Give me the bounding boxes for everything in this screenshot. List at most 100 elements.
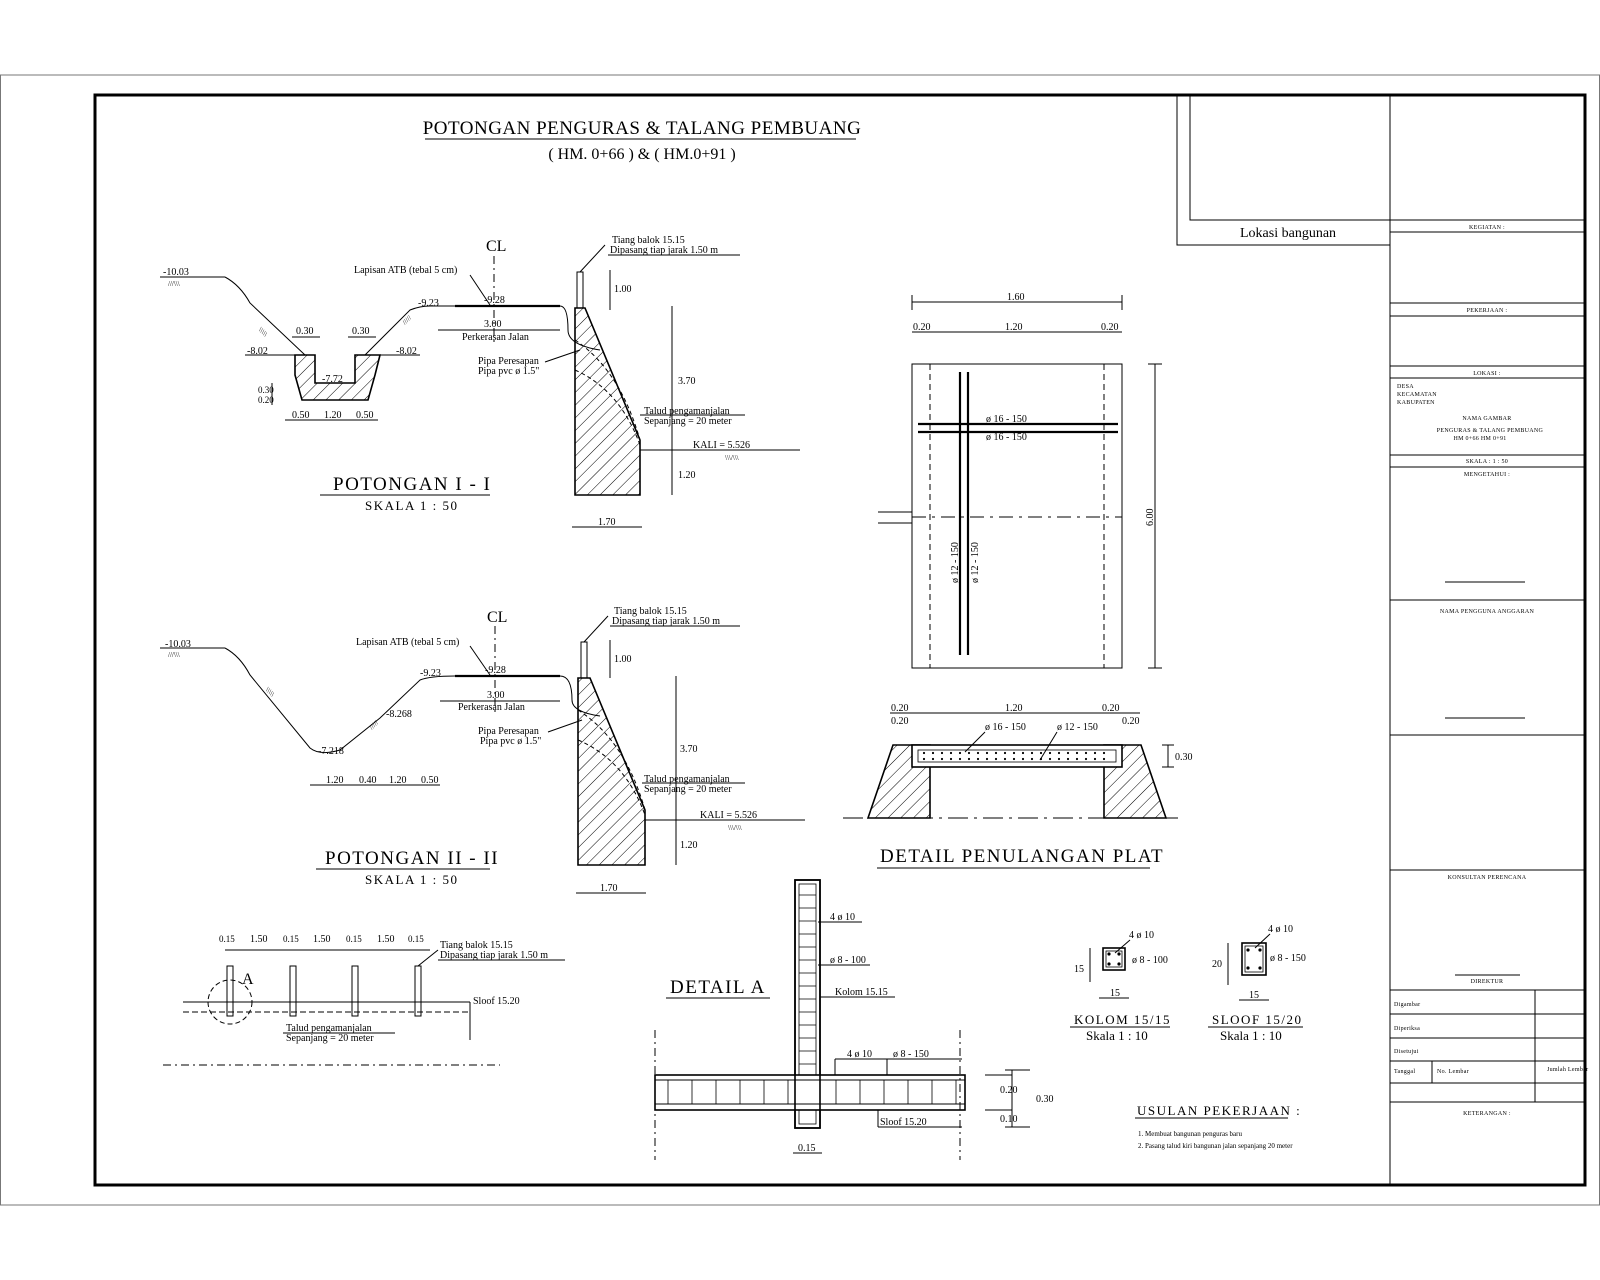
tb-pekerjaan: PEKERJAAN : — [1467, 308, 1508, 314]
dim-label: 0.20 — [1000, 1085, 1018, 1096]
tb-nama-gambar: NAMA GAMBAR — [1462, 416, 1511, 422]
tb-keterangan: KETERANGAN : — [1463, 1111, 1511, 1117]
talud-label: Talud pengamanjalan — [644, 774, 730, 785]
perkerasan-label: Perkerasan Jalan — [462, 332, 529, 343]
section-1-title: POTONGAN I - I — [333, 474, 491, 495]
pipa-label: Pipa Peresapan — [478, 356, 539, 367]
rebar-dot — [1084, 757, 1088, 761]
tiang-label: Tiang balok 15.15 — [614, 606, 687, 617]
stirrup-label: ø 8 - 100 — [1132, 955, 1168, 966]
tb-konsultan: KONSULTAN PERENCANA — [1448, 875, 1527, 881]
rebar-label: ø 12 - 150 — [950, 542, 961, 583]
rebar-dot — [1048, 751, 1052, 755]
dim-label: 0.30 — [1036, 1094, 1054, 1105]
tb-lokasi-row: DESA — [1397, 384, 1414, 390]
frame-border — [93, 93, 1587, 1187]
centerline-symbol: CL — [487, 609, 507, 626]
rebar-label: 4 ø 10 — [1268, 924, 1293, 935]
rebar-dot — [958, 751, 962, 755]
rebar-dot — [940, 751, 944, 755]
dim-label: 1.60 — [1007, 292, 1025, 303]
dim-label: 1.20 — [326, 775, 344, 786]
dim-label: 15 — [1110, 988, 1120, 999]
detail-marker: A — [242, 971, 254, 988]
lapisan-label: Lapisan ATB (tebal 5 cm) — [354, 265, 457, 276]
sloof-label: Sloof 15.20 — [880, 1117, 927, 1128]
rebar-dot — [1048, 757, 1052, 761]
tiang-label: Tiang balok 15.15 — [440, 940, 513, 951]
svg-text:\\\/\\\: \\\/\\\ — [728, 824, 742, 832]
rebar-dot — [922, 751, 926, 755]
dim-label: 0.15 — [283, 934, 299, 944]
dim-label: 1.00 — [614, 284, 632, 295]
svg-text:\\\\\: \\\\\ — [264, 686, 277, 699]
tiang-label: Dipasang tiap jarak 1.50 m — [610, 245, 718, 256]
rebar-label: ø 12 - 150 — [970, 542, 981, 583]
tb-row-label: Disetujui — [1394, 1049, 1419, 1055]
elev-label: -9.28 — [484, 295, 505, 306]
rebar-dot — [967, 757, 971, 761]
dim-label: 0.20 — [1122, 716, 1140, 727]
elev-label: -10.03 — [163, 267, 189, 278]
dim-label: 0.20 — [891, 716, 909, 727]
dim-label: 0.20 — [1102, 703, 1120, 714]
title-block: KEGIATAN : PEKERJAAN : LOKASI : DESA KEC… — [1389, 95, 1588, 1185]
rebar-dot — [1093, 751, 1097, 755]
dim-label: 1.20 — [1005, 703, 1023, 714]
rebar-dot — [994, 751, 998, 755]
rebar-label: 4 ø 10 — [847, 1049, 872, 1060]
plate-section: 0.20 1.20 0.20 0.20 0.20 ø 16 - 150 ø 12… — [843, 703, 1193, 869]
dim-label: 0.15 — [798, 1143, 816, 1154]
tiang-label: Tiang balok 15.15 — [612, 235, 685, 246]
dim-label: 1.20 — [678, 470, 696, 481]
kolom-label: Kolom 15.15 — [835, 987, 888, 998]
dim-label: 3.00 — [487, 690, 505, 701]
dim-label: 0.50 — [356, 410, 374, 421]
tb-kegiatan: KEGIATAN : — [1469, 225, 1505, 231]
rebar-dot — [976, 757, 980, 761]
rebar-dot — [1003, 751, 1007, 755]
rebar-dot — [1057, 751, 1061, 755]
dim-label: 1.70 — [598, 517, 616, 528]
rebar-dot — [1102, 757, 1106, 761]
svg-text:\\\/\\\: \\\/\\\ — [725, 454, 739, 462]
rebar-dot — [1066, 757, 1070, 761]
dim-label: 1.20 — [389, 775, 407, 786]
kolom-scale: Skala 1 : 10 — [1086, 1028, 1148, 1043]
dim-label: 0.20 — [258, 395, 274, 405]
section-1-scale: SKALA 1 : 50 — [365, 498, 458, 513]
section-2-title: POTONGAN II - II — [325, 848, 499, 869]
tb-row-label: Diperiksa — [1394, 1026, 1420, 1032]
plate-title: DETAIL PENULANGAN PLAT — [880, 846, 1164, 867]
rebar-label: ø 16 - 150 — [985, 722, 1026, 733]
elev-label: -9.23 — [420, 668, 441, 679]
rebar-dot — [1075, 751, 1079, 755]
rebar-dot — [949, 751, 953, 755]
talud-label: Talud pengamanjalan — [286, 1023, 372, 1034]
dim-label: 1.20 — [1005, 322, 1023, 333]
tb-pengguna-anggaran: NAMA PENGGUNA ANGGARAN — [1440, 609, 1535, 615]
plate-plan: 1.60 0.20 1.20 0.20 ø 16 - 150 ø 16 - 15… — [878, 292, 1162, 669]
talud-label: Talud pengamanjalan — [644, 406, 730, 417]
elev-label: -8.268 — [386, 709, 412, 720]
lapisan-label: Lapisan ATB (tebal 5 cm) — [356, 637, 459, 648]
stirrup-label: ø 8 - 100 — [830, 955, 866, 966]
dim-label: 1.50 — [377, 934, 395, 945]
dim-label: 1.70 — [600, 883, 618, 894]
elev-label: -9.23 — [418, 298, 439, 309]
tiang-label: Dipasang tiap jarak 1.50 m — [612, 616, 720, 627]
dim-label: 0.40 — [359, 775, 377, 786]
elev-label: -8.02 — [247, 346, 268, 357]
dim-label: 3.70 — [680, 744, 698, 755]
rebar-dot — [1021, 751, 1025, 755]
tb-gambar-2: HM 0+66 HM 0+91 — [1453, 436, 1506, 442]
tb-gambar-1: PENGURAS & TALANG PEMBUANG — [1437, 428, 1544, 434]
rebar-label: 4 ø 10 — [1129, 930, 1154, 941]
section-2-scale: SKALA 1 : 50 — [365, 872, 458, 887]
svg-text:\\\\\: \\\\\ — [257, 326, 270, 339]
tb-lokasi-row: KABUPATEN — [1397, 400, 1435, 406]
kali-label: KALI = 5.526 — [700, 810, 757, 821]
dim-label: 6.00 — [1145, 509, 1156, 527]
sub-title: ( HM. 0+66 ) & ( HM.0+91 ) — [548, 146, 735, 163]
